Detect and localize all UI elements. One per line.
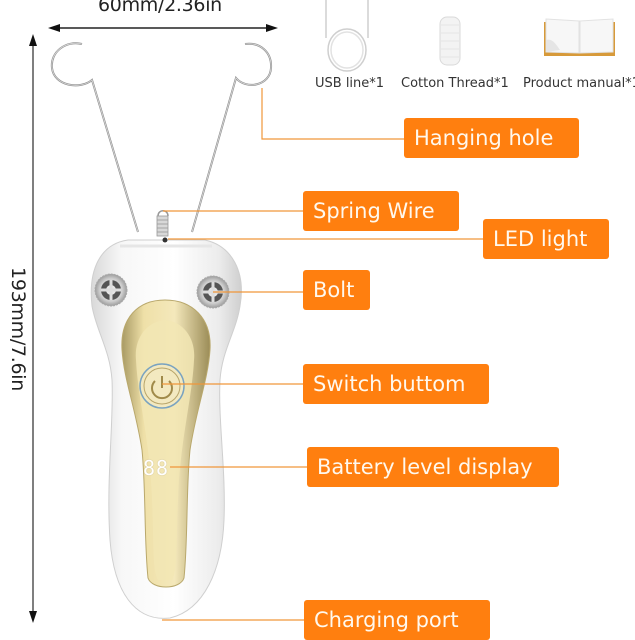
callout-led-light: LED light (483, 219, 609, 259)
power-button-icon (139, 363, 185, 409)
callout-bolt: Bolt (303, 270, 370, 310)
width-dimension-arrow (48, 24, 278, 32)
spring-wire-loops (50, 42, 273, 233)
thread-spool-icon (439, 16, 461, 66)
accessory-manual-label: Product manual*1 (523, 76, 635, 91)
leader-lines (162, 88, 484, 621)
spring-icon (156, 210, 169, 237)
usb-cable-icon (325, 0, 369, 72)
accessory-thread-label: Cotton Thread*1 (401, 76, 509, 91)
width-dimension-label: 60mm/2.36in (98, 0, 222, 16)
battery-level-display: 88 (143, 456, 170, 480)
callout-spring-wire: Spring Wire (303, 191, 459, 231)
height-dimension-label: 193mm/7.6in (6, 267, 29, 391)
open-book-icon (544, 18, 615, 56)
callout-switch-button: Switch buttom (303, 364, 489, 404)
height-dimension-arrow (29, 34, 37, 623)
led-light-icon (162, 237, 168, 243)
callout-charging-port: Charging port (304, 600, 490, 640)
callout-hanging-hole: Hanging hole (404, 118, 579, 158)
bolt-left-icon (94, 273, 128, 307)
accessory-usb-label: USB line*1 (315, 76, 385, 91)
callout-battery-display: Battery level display (307, 447, 559, 487)
